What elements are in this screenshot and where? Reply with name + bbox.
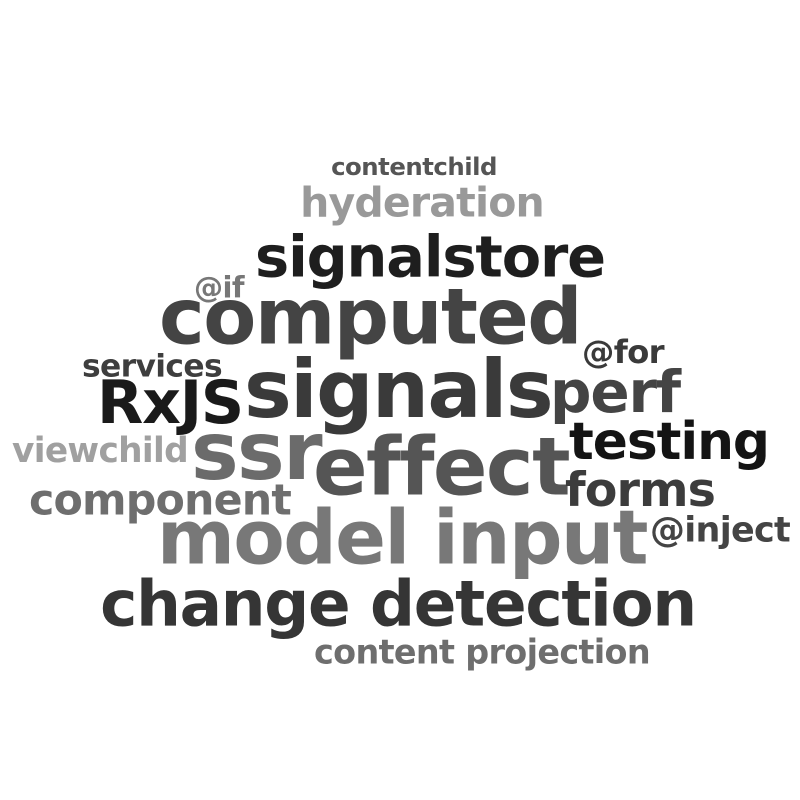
word-contentchild: contentchild bbox=[331, 151, 497, 181]
word-effect: effect bbox=[313, 419, 571, 514]
word-signalstore: signalstore bbox=[255, 223, 606, 291]
word-viewchild: viewchild bbox=[12, 430, 189, 471]
word-rxjs: RxJS bbox=[97, 367, 244, 438]
word-change-detection: change detection bbox=[100, 567, 697, 641]
word-content-projection: content projection bbox=[314, 632, 651, 672]
word-component: component bbox=[29, 475, 292, 526]
word-perf: perf bbox=[550, 358, 681, 427]
word-for: @for bbox=[582, 332, 665, 371]
word-testing: testing bbox=[569, 412, 770, 473]
word-model-input: model input bbox=[157, 494, 648, 582]
word-inject: @inject bbox=[650, 510, 791, 551]
word-computed: computed bbox=[159, 272, 582, 363]
word-forms: forms bbox=[565, 463, 716, 519]
word-hyderation: hyderation bbox=[300, 178, 545, 227]
word-ssr: ssr bbox=[191, 404, 323, 498]
word-if: @if bbox=[194, 270, 245, 305]
word-services: services bbox=[82, 348, 223, 385]
word-signals: signals bbox=[244, 342, 554, 436]
